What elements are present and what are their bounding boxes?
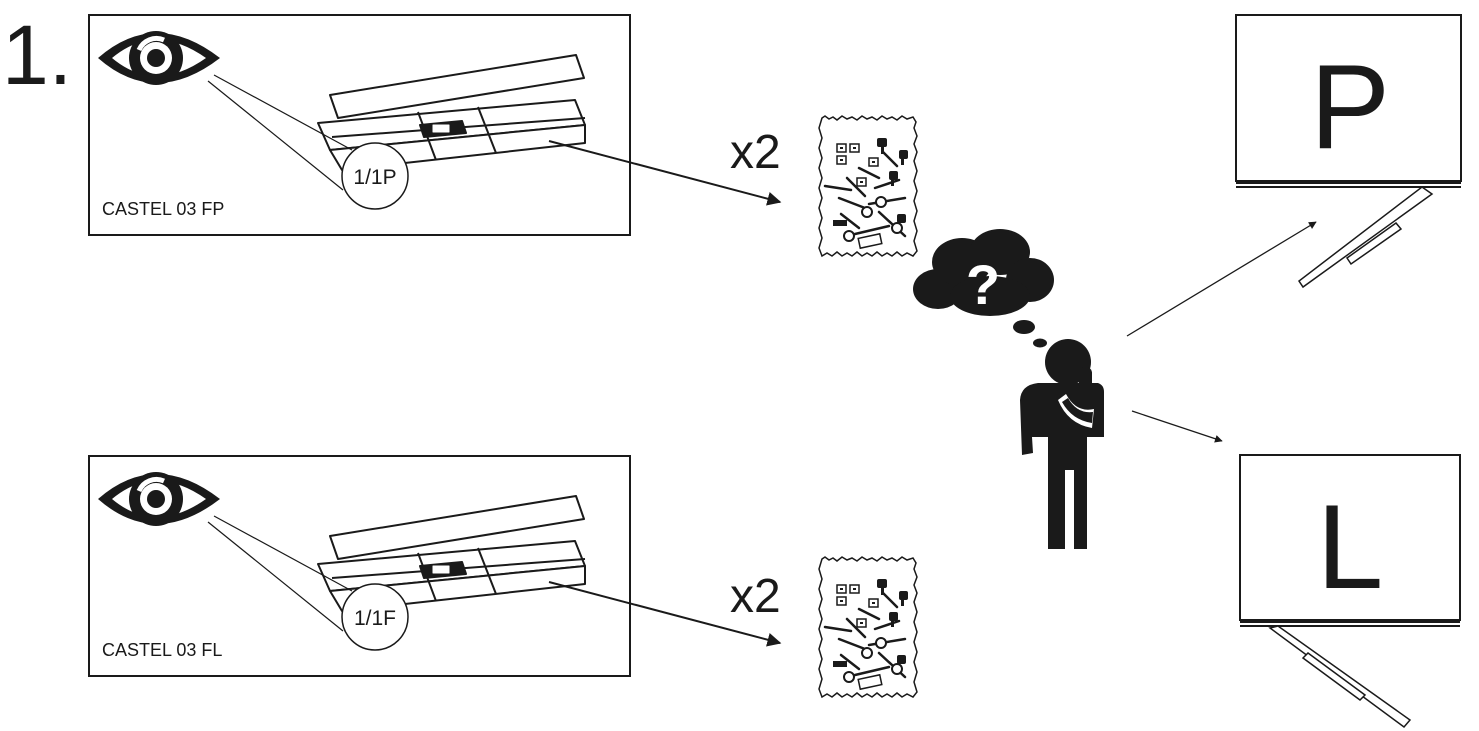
step-number: 1. [2, 8, 72, 102]
option-l: L [1239, 454, 1461, 729]
box-label: 1/1F [354, 607, 396, 630]
zoom-circle [341, 583, 409, 651]
panel-fl: 1/1F CASTEL 03 FL [88, 455, 631, 677]
option-letter: L [1317, 480, 1384, 614]
hardware-bag-icon [817, 555, 919, 699]
cabinet-door-icon [1268, 625, 1412, 729]
cabinet-door-icon [1297, 186, 1434, 289]
quantity-label: x2 [730, 570, 781, 623]
question-mark: ? [966, 253, 1000, 316]
thinking-person-icon [1020, 339, 1104, 549]
option-letter: P [1310, 40, 1390, 174]
zoom-circle [341, 142, 409, 210]
thought-cloud-icon: ? [913, 229, 1054, 348]
panel-code: CASTEL 03 FL [102, 640, 222, 660]
hardware-bag-icon [817, 114, 919, 258]
box-label: 1/1P [353, 166, 396, 189]
panel-fp: 1/1P CASTEL 03 FP [88, 14, 631, 236]
quantity-label: x2 [730, 126, 781, 179]
panel-code: CASTEL 03 FP [102, 199, 224, 219]
option-p: P [1235, 14, 1462, 289]
